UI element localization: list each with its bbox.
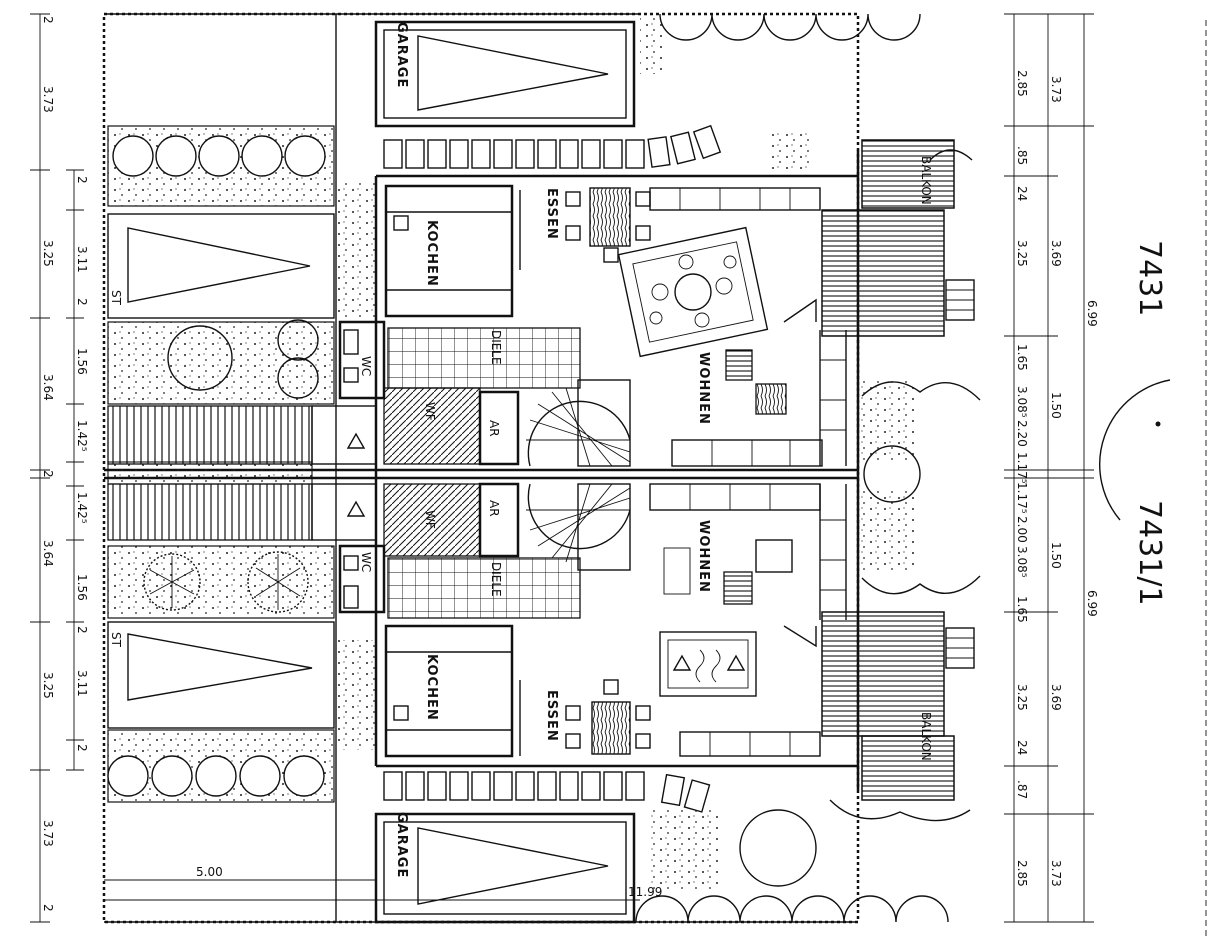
- dim-right-inner-8: 2.00: [1015, 516, 1029, 543]
- dim-left-8: 2: [41, 904, 55, 912]
- dim-right-mid-1: 3.69: [1049, 240, 1063, 267]
- wohnen-label-top: WOHNEN: [696, 352, 711, 425]
- dim-left-0: 2: [41, 16, 55, 24]
- dimension-lines: [30, 13, 1207, 940]
- dim-small-1: 2: [75, 298, 89, 306]
- dim-right-mid-4: 3.69: [1049, 684, 1063, 711]
- dim-bottom-1: 11.99: [628, 885, 662, 899]
- staircase-bottom: [526, 483, 631, 571]
- dim-right-inner-9: 3.08⁵: [1015, 546, 1029, 578]
- dim-right-inner-13: 2.85: [1015, 860, 1029, 887]
- lot-number-2: 7431/1: [1132, 500, 1167, 606]
- parking-bay-bottom: ST: [107, 621, 335, 729]
- dim-small-3: 2: [75, 744, 89, 752]
- dim-right-small-1: 24: [1015, 740, 1029, 755]
- ar-label-bottom: AR: [487, 500, 501, 517]
- essen-label-top: ESSEN: [544, 188, 559, 240]
- dim-right-mid-5: 3.73: [1049, 860, 1063, 887]
- carpet-top: [617, 226, 769, 358]
- lot-numbers: 7431 7431/1: [1099, 240, 1171, 606]
- wc-label-top: WC: [359, 356, 373, 376]
- st-label-top: ST: [109, 290, 123, 306]
- paving-stones-bottom: [383, 771, 711, 813]
- dim-right-inner-0: 2.85: [1015, 70, 1029, 97]
- garage-top: GARAGE: [374, 20, 636, 128]
- garage-label-top: GARAGE: [394, 22, 409, 88]
- essen-label-bottom: ESSEN: [544, 690, 559, 742]
- dim-right-inner-1: .85: [1015, 146, 1029, 165]
- wf-label-top: WF: [423, 402, 437, 421]
- hedge-bottom-right: [635, 895, 949, 923]
- dim-left-5: 3.64: [41, 540, 55, 567]
- dim-inner-3: 1.42⁵: [75, 492, 89, 524]
- balkon-label-bottom: BALKON: [919, 712, 933, 761]
- garage-label-bottom: GARAGE: [394, 812, 409, 878]
- dim-inner-4: 1.56: [75, 574, 89, 601]
- dim-right-inner-4: 3.08⁵: [1015, 386, 1029, 418]
- diele-label-top: DIELE: [489, 330, 503, 365]
- dim-right-small-0: 24: [1015, 186, 1029, 201]
- kochen-label-top: KOCHEN: [424, 220, 439, 287]
- tree-row-top: [107, 125, 335, 207]
- wc-label-bottom: WC: [359, 552, 373, 572]
- dim-right-outer-1: 6.99: [1085, 590, 1099, 617]
- tree-row-bottom: [107, 729, 335, 803]
- kochen-label-bottom: KOCHEN: [424, 654, 439, 721]
- dimension-labels-right: 6.99 6.99 3.73 3.69 1.50 1.50 3.69 3.73 …: [1015, 70, 1099, 887]
- ar-label-top: AR: [487, 420, 501, 437]
- wf-label-bottom: WF: [423, 510, 437, 529]
- carpet-bottom: [659, 631, 757, 697]
- balcony-top: BALKON: [821, 139, 975, 337]
- dim-inner-5: 3.11: [75, 670, 89, 697]
- lot-number-1: 7431: [1132, 240, 1167, 316]
- hedge-top-right: [659, 13, 921, 41]
- dim-left-1: 3.73: [41, 86, 55, 113]
- dim-right-inner-10: 1.65: [1015, 596, 1029, 623]
- dimension-labels-left: 2 3.73 3.25 3.64 2 3.64 3.25 3.73 2 3.11…: [41, 16, 89, 912]
- dim-small-0: 2: [75, 176, 89, 184]
- dim-inner-2: 1.42⁵: [75, 420, 89, 452]
- front-garden-bottom: [107, 545, 335, 619]
- unit-bottom: KOCHEN ESSEN DIELE WC WF AR W: [338, 482, 975, 801]
- dim-right-outer-0: 6.99: [1085, 300, 1099, 327]
- dim-small-2: 2: [75, 626, 89, 634]
- dim-left-2: 3.25: [41, 240, 55, 267]
- st-label-bottom: ST: [109, 632, 123, 648]
- dim-right-inner-7: 1.17⁵: [1015, 482, 1029, 514]
- dim-right-mid-2: 1.50: [1049, 392, 1063, 419]
- dim-bottom-0: 5.00: [196, 865, 223, 879]
- unit-top: KOCHEN ESSEN DIELE WC WF: [338, 139, 975, 467]
- dim-left-3: 3.64: [41, 374, 55, 401]
- dim-inner-1: 1.56: [75, 348, 89, 375]
- garage-bottom: GARAGE: [374, 812, 636, 924]
- staircase-top: [526, 379, 631, 467]
- dim-left-6: 3.25: [41, 672, 55, 699]
- wohnen-label-bottom: WOHNEN: [696, 520, 711, 593]
- dim-left-4: 2: [41, 470, 55, 478]
- dim-right-inner-2: 3.25: [1015, 240, 1029, 267]
- dim-right-inner-12: .87: [1015, 780, 1029, 799]
- entrance-steps: [107, 405, 377, 541]
- dim-right-inner-3: 1.65: [1015, 344, 1029, 371]
- dim-right-mid-3: 1.50: [1049, 542, 1063, 569]
- front-garden-top: [107, 319, 335, 405]
- shrub-patches: [336, 18, 981, 890]
- dim-right-inner-5: 2.20: [1015, 420, 1029, 447]
- paving-stones-top: [383, 124, 722, 169]
- parking-bay-top: ST: [107, 213, 335, 319]
- dim-right-inner-6: 1.17⁵: [1015, 452, 1029, 484]
- dimension-labels-bottom: 5.00 11.99: [196, 865, 662, 899]
- balkon-label-top: BALKON: [919, 156, 933, 205]
- dim-inner-0: 3.11: [75, 246, 89, 273]
- dim-right-mid-0: 3.73: [1049, 76, 1063, 103]
- dim-left-7: 3.73: [41, 820, 55, 847]
- diele-label-bottom: DIELE: [489, 562, 503, 597]
- dim-right-inner-11: 3.25: [1015, 684, 1029, 711]
- balcony-bottom: BALKON: [821, 611, 975, 801]
